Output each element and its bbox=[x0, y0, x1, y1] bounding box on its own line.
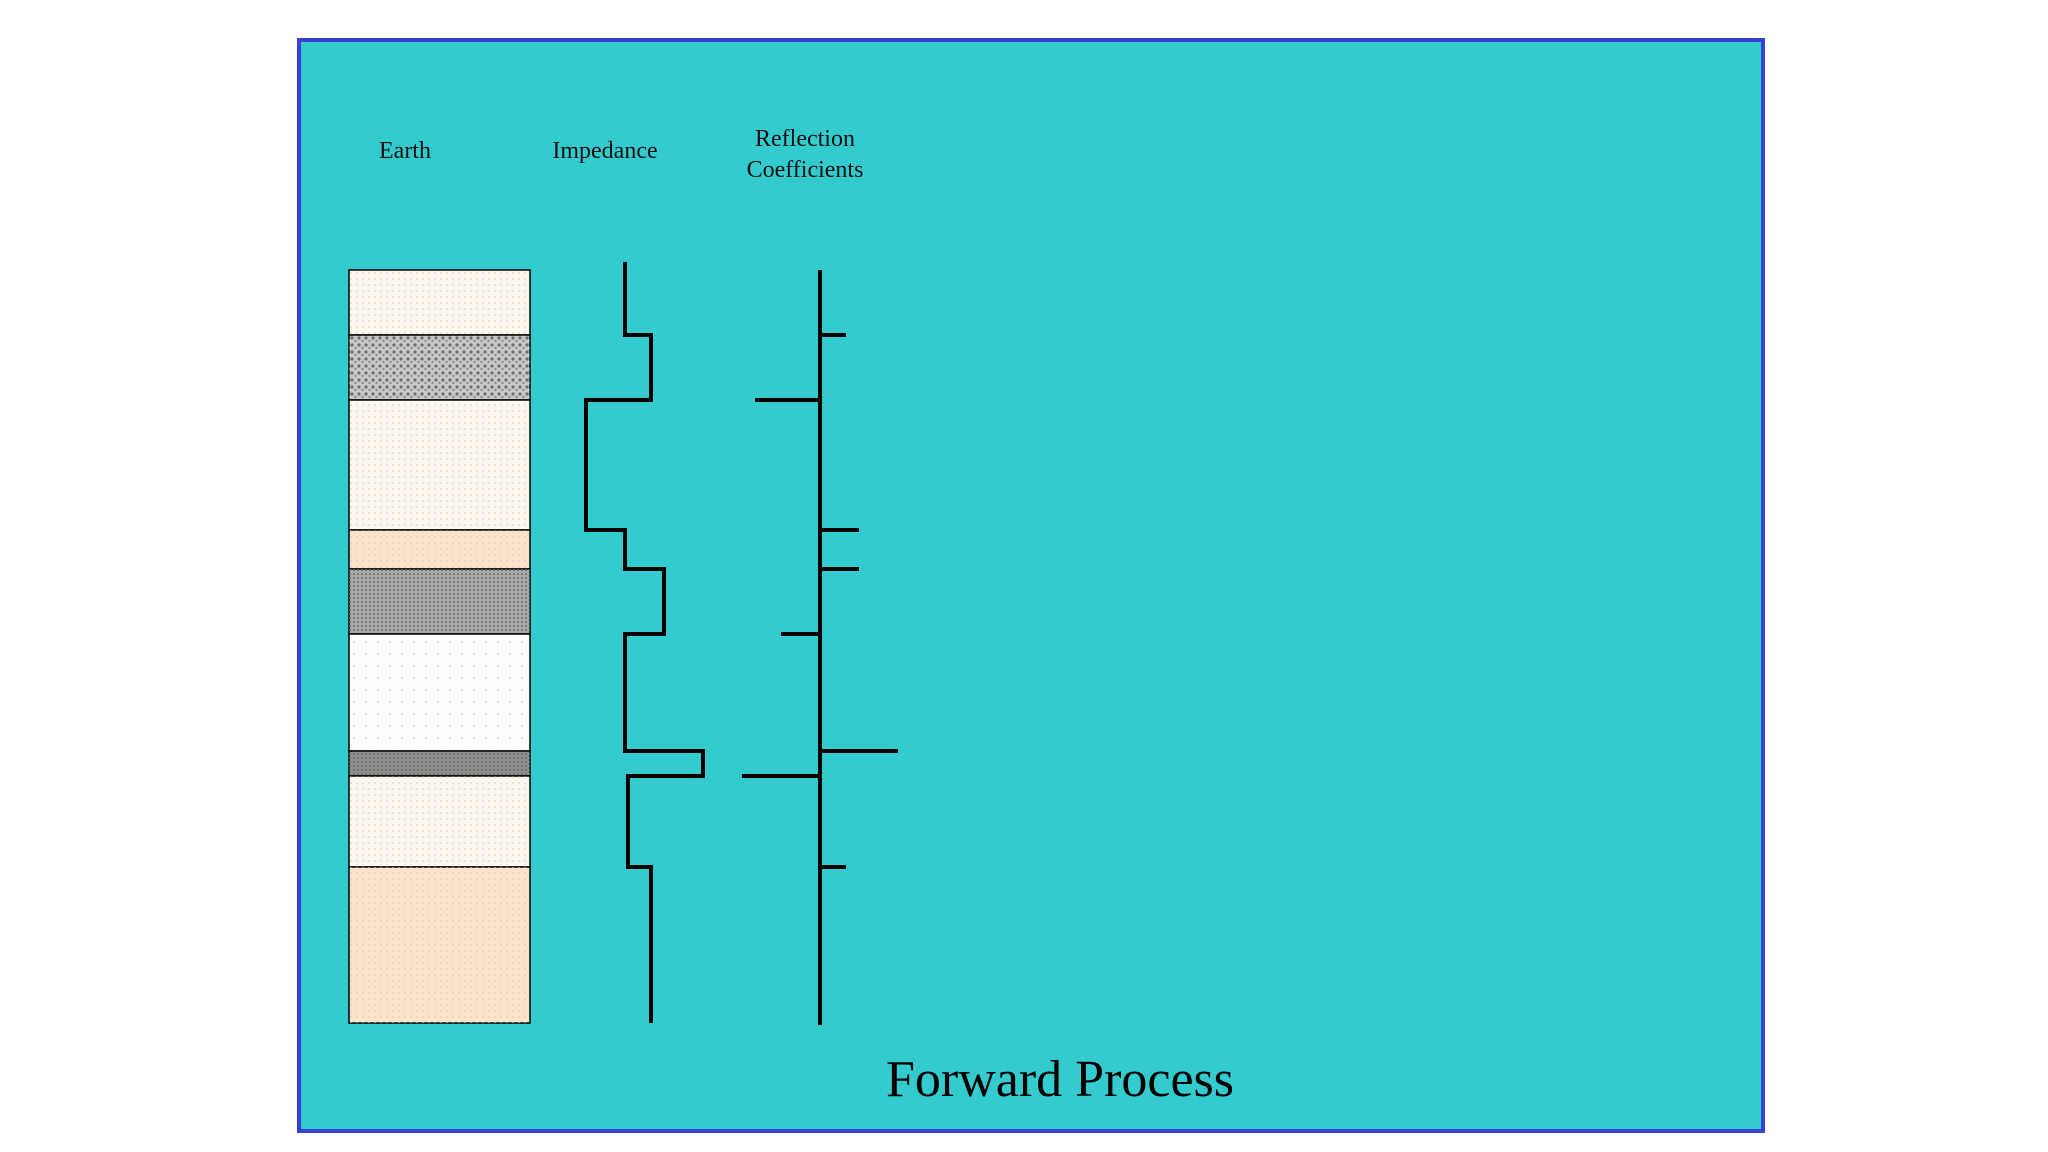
earth-layer-3 bbox=[348, 399, 531, 531]
earth-column bbox=[348, 269, 531, 1024]
earth-layer-4 bbox=[348, 529, 531, 570]
reflection-coefficients-label: Reflection Coefficients bbox=[746, 126, 864, 183]
impedance-curve bbox=[584, 262, 705, 1023]
slide-title: Forward Process bbox=[885, 1051, 1235, 1108]
earth-layer-2 bbox=[348, 334, 531, 401]
earth-layer-6 bbox=[348, 633, 531, 752]
earth-layer-8 bbox=[348, 775, 531, 868]
earth-layer-1 bbox=[348, 269, 531, 336]
earth-layer-9 bbox=[348, 866, 531, 1024]
slide-panel bbox=[297, 38, 1765, 1133]
earth-layer-5 bbox=[348, 568, 531, 635]
reflection-coefficients-plot bbox=[742, 270, 898, 1025]
earth-label: Earth bbox=[379, 138, 431, 164]
earth-layer-7 bbox=[348, 750, 531, 777]
impedance-label: Impedance bbox=[552, 138, 658, 164]
